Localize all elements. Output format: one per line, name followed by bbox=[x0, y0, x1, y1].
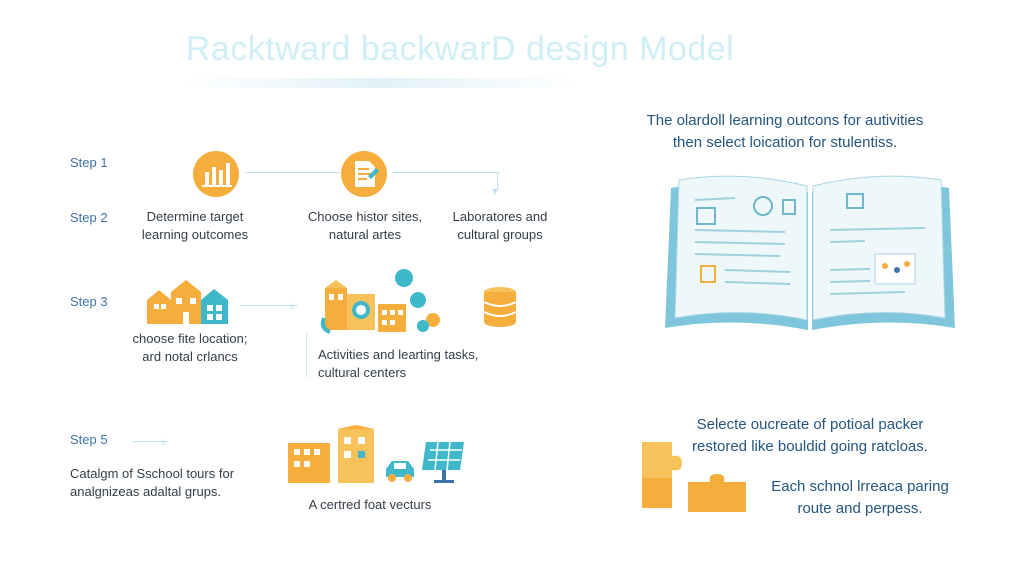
bar-chart-icon bbox=[192, 150, 240, 198]
row2-a-line1: choose fite location; bbox=[132, 331, 248, 346]
right-bottom-text: Each schnol lrreaca paring route and per… bbox=[760, 476, 960, 520]
right-mid-text: Selecte oucreate of potioal packer resto… bbox=[650, 414, 970, 458]
arrow-right-icon-2: › bbox=[161, 433, 166, 449]
step-3-label: Step 3 bbox=[70, 294, 108, 309]
row3-b-text: A certred foat vecturs bbox=[308, 497, 432, 512]
row3-a-line2: analgnizeas adaltal grups. bbox=[70, 484, 222, 499]
row1-b-text: Choose histor sites, natural artes bbox=[300, 208, 430, 244]
step-1-label: Step 1 bbox=[70, 155, 108, 170]
row1-c-text: Laboratores and cultural groups bbox=[440, 208, 560, 244]
right-top-line1: The olardoll learning outcons for autivi… bbox=[646, 112, 924, 129]
connector-vertical bbox=[306, 332, 307, 378]
row1-a-line2: learning outcomes bbox=[141, 227, 249, 242]
subtitle-ghost bbox=[180, 78, 580, 88]
right-bottom-line2: route and perpess. bbox=[797, 500, 923, 517]
row2-b-text: Activities and learting tasks, cultural … bbox=[318, 346, 518, 382]
row2-a-text: choose fite location; ard notal crlancs bbox=[120, 330, 260, 366]
connector-line bbox=[245, 172, 340, 173]
row1-a-line1: Determine target bbox=[146, 209, 244, 224]
document-icon bbox=[340, 150, 388, 198]
right-mid-line1: Selecte oucreate of potioal packer bbox=[696, 416, 924, 433]
right-mid-line2: restored like bouldid going ratcloas. bbox=[692, 438, 928, 455]
houses-icon bbox=[145, 278, 230, 328]
connector-line-4 bbox=[132, 441, 168, 442]
step-2-label: Step 2 bbox=[70, 210, 108, 225]
page-title: Racktward backwarD design Model bbox=[185, 30, 735, 68]
connector-line-2 bbox=[392, 172, 500, 173]
row3-a-text: Catalgm of Sschool tours for analgnizeas… bbox=[70, 465, 270, 501]
car-icon bbox=[382, 455, 418, 483]
connector-down bbox=[497, 172, 498, 190]
row1-c-line1: Laboratores and bbox=[452, 209, 548, 224]
row1-c-line2: cultural groups bbox=[457, 227, 543, 242]
puzzle-icon bbox=[638, 438, 758, 518]
city-icon bbox=[320, 268, 450, 338]
right-top-line2: then select loication for stulentiss. bbox=[672, 134, 898, 151]
row3-a-line1: Catalgm of Sschool tours for bbox=[70, 466, 235, 481]
open-book-icon bbox=[665, 170, 955, 335]
row1-a-text: Determine target learning outcomes bbox=[130, 208, 260, 244]
row2-b-line1: Activities and learting tasks, bbox=[318, 347, 479, 362]
row2-b-line2: cultural centers bbox=[318, 365, 407, 380]
solar-panel-icon bbox=[420, 438, 470, 486]
right-top-text: The olardoll learning outcons for autivi… bbox=[610, 110, 960, 154]
row1-b-line2: natural artes bbox=[328, 227, 402, 242]
row1-b-line1: Choose histor sites, bbox=[307, 209, 423, 224]
arrow-down-icon: ▾ bbox=[492, 184, 499, 198]
arrow-right-icon: › bbox=[290, 297, 295, 313]
row2-a-line2: ard notal crlancs bbox=[142, 349, 238, 364]
step-5-label: Step 5 bbox=[70, 432, 108, 447]
right-bottom-line1: Each schnol lrreaca paring bbox=[771, 478, 949, 495]
database-icon bbox=[482, 286, 518, 330]
buildings-icon bbox=[286, 425, 381, 485]
connector-line-3 bbox=[240, 305, 298, 306]
